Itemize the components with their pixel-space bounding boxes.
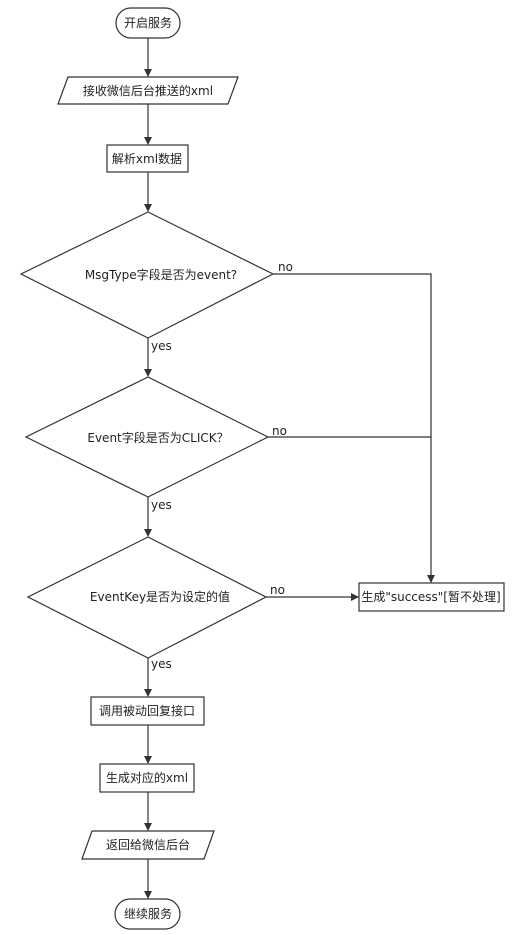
node-continue: 继续服务 — [114, 898, 181, 930]
terminator-shape — [114, 898, 181, 930]
terminator-shape — [115, 7, 181, 39]
edge-label-yes-2: yes — [151, 498, 172, 512]
node-start: 开启服务 — [115, 7, 181, 39]
node-gen-xml: 生成对应的xml — [99, 763, 195, 793]
io-parallelogram-shape — [81, 830, 215, 860]
node-return: 返回给微信后台 — [81, 830, 215, 860]
node-parse: 解析xml数据 — [106, 144, 189, 173]
process-shape — [90, 696, 205, 726]
edge-label-no-1: no — [278, 260, 293, 274]
decision-diamond-shape — [24, 376, 270, 498]
edge-msgtype-no — [273, 273, 435, 583]
node-continue-label: 继续服务 — [124, 906, 172, 921]
edge-label-no-2: no — [272, 424, 287, 438]
node-return-label: 返回给微信后台 — [106, 837, 190, 852]
node-receive-label: 接收微信后台推送的xml — [83, 83, 213, 98]
edges — [144, 38, 435, 899]
node-call-passive: 调用被动回复接口 — [90, 696, 205, 726]
edge-labels: yes yes yes no no no — [151, 260, 293, 671]
node-check-event-label: Event字段是否为CLICK？ — [87, 430, 228, 445]
node-start-label: 开启服务 — [124, 15, 172, 30]
decision-diamond-shape — [19, 211, 275, 339]
node-receive: 接收微信后台推送的xml — [57, 76, 239, 105]
node-success-label: 生成"success"[暂不处理] — [361, 590, 500, 604]
node-success: 生成"success"[暂不处理] — [358, 582, 505, 612]
node-check-eventkey: EventKey是否为设定的值 — [26, 536, 268, 659]
edge-label-yes-1: yes — [151, 339, 172, 353]
node-check-msgtype: MsgType字段是否为event? — [19, 211, 275, 339]
node-gen-xml-label: 生成对应的xml — [106, 770, 188, 785]
edge-label-no-3: no — [270, 583, 285, 597]
node-call-passive-label: 调用被动回复接口 — [99, 703, 195, 718]
node-check-event: Event字段是否为CLICK？ — [24, 376, 270, 498]
io-parallelogram-shape — [57, 76, 239, 105]
process-shape — [99, 763, 195, 793]
node-check-msgtype-label: MsgType字段是否为event? — [85, 267, 237, 282]
node-parse-label: 解析xml数据 — [112, 151, 182, 166]
process-shape — [106, 144, 189, 173]
decision-diamond-shape — [26, 536, 268, 659]
edge-label-yes-3: yes — [151, 657, 172, 671]
process-shape — [358, 582, 505, 612]
node-check-eventkey-label: EventKey是否为设定的值 — [90, 589, 230, 604]
